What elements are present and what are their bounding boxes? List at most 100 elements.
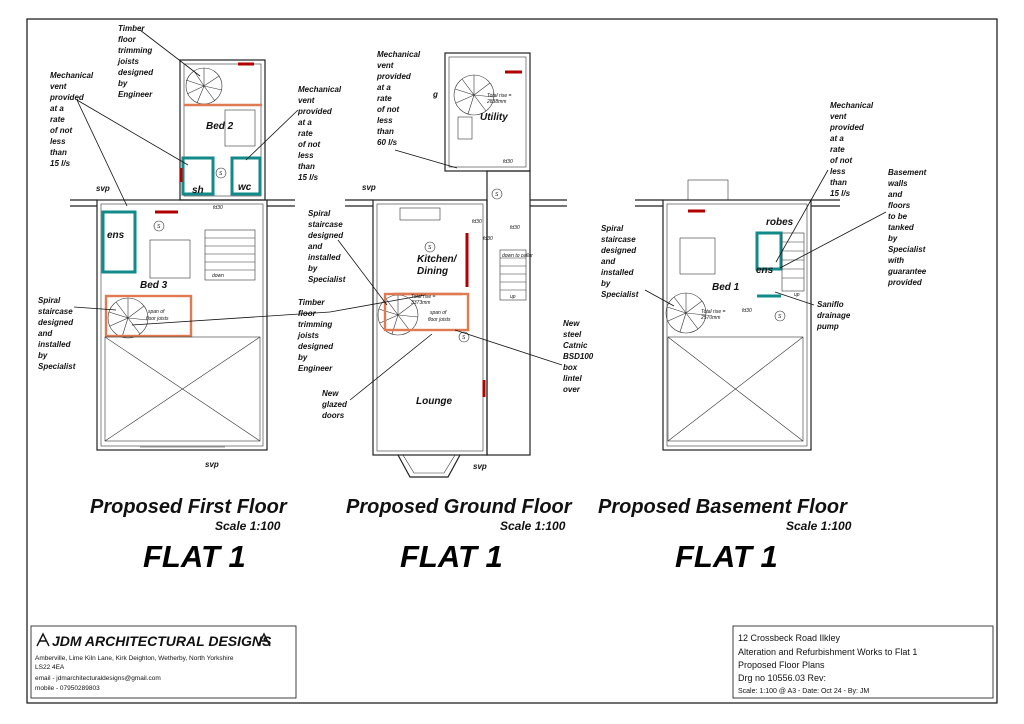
door-label-fd30: fd30 [213, 205, 223, 211]
span-label: span of [148, 309, 165, 315]
rise-value: 2838mm [486, 99, 506, 105]
company-name: JDM ARCHITECTURAL DESIGNS [52, 633, 272, 649]
basement-floor-scale: Scale 1:100 [786, 519, 852, 533]
drawing-number: Drg no 10556.03 Rev: [738, 673, 826, 683]
note-mechanical-vent-right: Mechanical vent provided at a rate of no… [297, 85, 342, 182]
svg-text:Mechanical: Mechanical [830, 101, 874, 110]
note-timber-joists-first: Timber floor trimming joists designed by… [117, 24, 154, 99]
room-label-robes: robes [766, 217, 794, 228]
svg-text:vent: vent [298, 96, 315, 105]
svg-text:by: by [38, 351, 48, 360]
company-block: JDM ARCHITECTURAL DESIGNS Amberville, Li… [30, 625, 297, 699]
drawing-meta: Scale: 1:100 @ A3 - Date: Oct 24 - By: J… [738, 688, 869, 695]
svg-text:New: New [563, 319, 580, 328]
svg-text:glazed: glazed [321, 400, 348, 409]
ground-floor-title: Proposed Ground Floor [346, 496, 573, 518]
svg-text:pump: pump [816, 322, 839, 331]
sheet-border [26, 18, 998, 704]
svg-text:Catnic: Catnic [563, 341, 588, 350]
svg-text:of not: of not [830, 156, 853, 165]
first-floor-plan: Bed 2 sh wc ens Bed 3 S S down fd30 span… [38, 24, 342, 574]
rise-label: Total rise = [701, 309, 725, 315]
svg-text:Timber: Timber [298, 298, 325, 307]
svg-text:rate: rate [830, 145, 845, 154]
company-logo-icon [36, 632, 50, 647]
svg-text:and: and [888, 190, 903, 199]
svg-text:vent: vent [830, 112, 847, 121]
span-label: span of [430, 310, 447, 316]
note-basement-tanking: Basement walls and floors to be tanked b… [887, 168, 927, 287]
svg-text:60 l/s: 60 l/s [377, 138, 398, 147]
svg-text:Specialist: Specialist [601, 290, 639, 299]
room-label-lounge: Lounge [416, 396, 453, 407]
rise-value: 2570mm [700, 315, 720, 321]
room-label-bed1: Bed 1 [712, 282, 740, 293]
svg-text:at a: at a [298, 118, 312, 127]
svp-label: svp [205, 460, 219, 469]
svg-text:Specialist: Specialist [38, 362, 76, 371]
stair-label-up: up [510, 294, 516, 300]
ground-floor-flat-label: FLAT 1 [400, 539, 503, 574]
rise-label: Total rise = [487, 93, 511, 99]
svg-text:of not: of not [50, 126, 73, 135]
svg-text:joists: joists [297, 331, 319, 340]
stair-label-down: down [212, 273, 224, 279]
svg-text:Specialist: Specialist [888, 245, 926, 254]
gas-label: g [432, 90, 438, 99]
room-label-kitchen: Kitchen/ [417, 254, 458, 265]
svg-text:lintel: lintel [563, 374, 582, 383]
note-glazed-doors: New glazed doors [321, 389, 348, 420]
note-spiral-staircase-basement: Spiral staircase designed and installed … [601, 224, 639, 299]
svg-text:designed: designed [601, 246, 637, 255]
svg-text:15 l/s: 15 l/s [830, 189, 851, 198]
room-label-wc: wc [238, 182, 252, 193]
svg-text:by: by [888, 234, 898, 243]
note-saniflo-pump: Saniflo drainage pump [816, 300, 851, 331]
basement-floor-title: Proposed Basement Floor [598, 496, 848, 518]
span-label-2: floor joists [146, 316, 169, 322]
room-label-ens: ens [107, 230, 125, 241]
note-timber-joists-ground: Timber floor trimming joists designed by… [297, 298, 334, 373]
room-label-utility: Utility [480, 112, 508, 123]
svg-text:steel: steel [563, 330, 582, 339]
svg-text:and: and [308, 242, 323, 251]
svg-text:designed: designed [38, 318, 74, 327]
svg-text:and: and [38, 329, 53, 338]
svg-text:by: by [118, 79, 128, 88]
project-address: 12 Crossbeck Road Ilkley [738, 633, 841, 643]
svg-text:less: less [830, 167, 846, 176]
note-steel-lintel: New steel Catnic BSD100 box lintel over [563, 319, 594, 394]
svg-text:of not: of not [377, 105, 400, 114]
svg-text:guarantee: guarantee [887, 267, 927, 276]
svg-text:designed: designed [298, 342, 334, 351]
drawing-name: Proposed Floor Plans [738, 660, 825, 670]
svg-text:staircase: staircase [308, 220, 343, 229]
door-label-fd30: fd30 [503, 159, 513, 165]
span-label-2: floor joists [428, 317, 451, 323]
svg-text:tanked: tanked [888, 223, 915, 232]
svg-text:15 l/s: 15 l/s [298, 173, 319, 182]
project-description: Alteration and Refurbishment Works to Fl… [738, 647, 917, 657]
smoke-detector-label: S [778, 314, 782, 320]
svg-text:rate: rate [377, 94, 392, 103]
svg-text:at a: at a [50, 104, 64, 113]
svg-text:Engineer: Engineer [298, 364, 333, 373]
svg-text:less: less [50, 137, 66, 146]
svg-text:and: and [601, 257, 616, 266]
svg-text:than: than [50, 148, 67, 157]
svg-text:walls: walls [888, 179, 908, 188]
note-spiral-staircase-ground: Spiral staircase designed and installed … [308, 209, 346, 284]
company-logo-icon-right [257, 632, 271, 647]
smoke-detector-label: S [428, 245, 432, 251]
room-label-sh: sh [192, 185, 204, 196]
svg-text:less: less [377, 116, 393, 125]
svg-text:installed: installed [601, 268, 635, 277]
smoke-detector-label: S [462, 335, 466, 341]
svg-text:provided: provided [376, 72, 412, 81]
note-mechanical-vent-basement: Mechanical vent provided at a rate of no… [829, 101, 874, 198]
svg-text:Saniflo: Saniflo [817, 300, 844, 309]
smoke-detector-label: S [219, 171, 223, 177]
svg-text:by: by [601, 279, 611, 288]
svg-text:staircase: staircase [38, 307, 73, 316]
